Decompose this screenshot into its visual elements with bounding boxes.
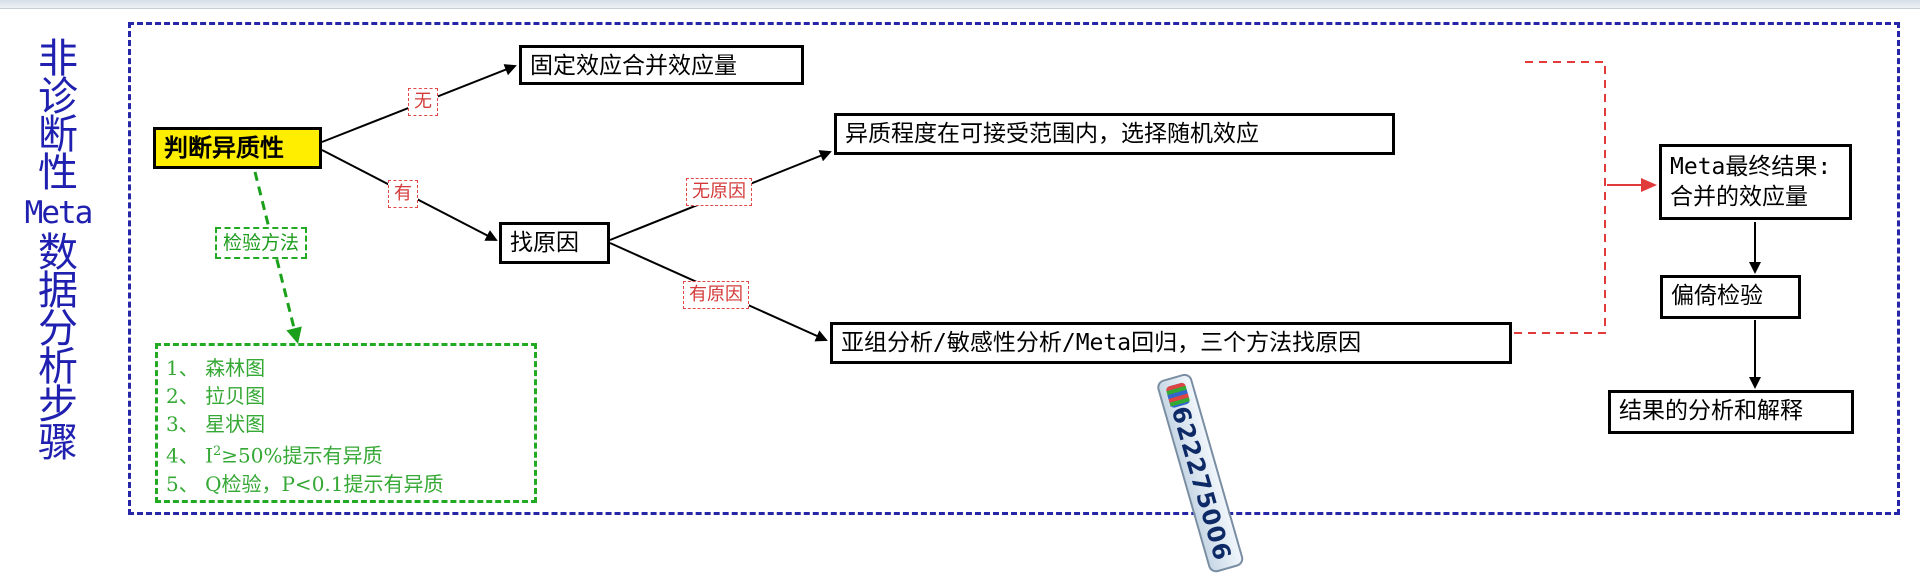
meta-final-line1: Meta最终结果:: [1670, 154, 1832, 180]
subgroup-analysis-node: 亚组分析/敏感性分析/Meta回归，三个方法找原因: [830, 322, 1512, 364]
tag-no-cause: 无原因: [686, 178, 752, 206]
test-methods-list: 1、 森林图 2、 拉贝图 3、 星状图 4、 I2≥50%提示有异质 5、 Q…: [155, 343, 537, 503]
method-star-plot: 3、 星状图: [166, 412, 266, 436]
side-title-char: 步: [38, 382, 78, 428]
side-title-char: 诊: [38, 74, 78, 120]
red-bracket-connector: [1512, 61, 1606, 334]
side-title-char: 分: [38, 306, 78, 352]
method-labbe-plot: 2、 拉贝图: [166, 384, 266, 408]
side-title-char: 性: [38, 150, 78, 196]
side-title: 非 诊 断 性 Meta 数 据 分 析 步 骤: [24, 36, 94, 466]
side-title-char: 骤: [38, 420, 78, 466]
meta-final-result-node: Meta最终结果: 合并的效应量: [1659, 144, 1852, 220]
method-i2: 4、 I2≥50%提示有异质: [166, 438, 526, 470]
method-forest-plot: 1、 森林图: [166, 356, 266, 380]
method-q-test: 5、 Q检验，P<0.1提示有异质: [166, 471, 444, 496]
method-i2-sup: 2: [212, 444, 222, 459]
side-title-char: 非: [38, 36, 78, 82]
tag-test-method: 检验方法: [215, 227, 308, 259]
random-effect-node: 异质程度在可接受范围内，选择随机效应: [834, 113, 1395, 155]
side-title-char: 据: [38, 268, 78, 314]
side-title-char: 断: [38, 112, 78, 158]
meta-final-line2: 合并的效应量: [1670, 184, 1808, 210]
side-title-char: 析: [38, 344, 78, 390]
tag-none: 无: [408, 88, 438, 116]
bias-test-node: 偏倚检验: [1660, 275, 1801, 319]
side-title-meta: Meta: [24, 195, 94, 231]
tag-has: 有: [388, 180, 418, 208]
tag-has-cause: 有原因: [683, 281, 749, 309]
method-i2-prefix: 4、 I: [166, 443, 213, 468]
window-top-bar: [0, 0, 1920, 9]
find-cause-node: 找原因: [499, 222, 610, 264]
diagram-frame: [128, 22, 1900, 515]
fixed-effect-node: 固定效应合并效应量: [519, 45, 804, 85]
method-i2-suffix: ≥50%提示有异质: [221, 443, 383, 468]
result-interpretation-node: 结果的分析和解释: [1608, 390, 1854, 434]
judge-heterogeneity-node: 判断异质性: [153, 127, 322, 169]
side-title-char: 数: [38, 230, 78, 276]
